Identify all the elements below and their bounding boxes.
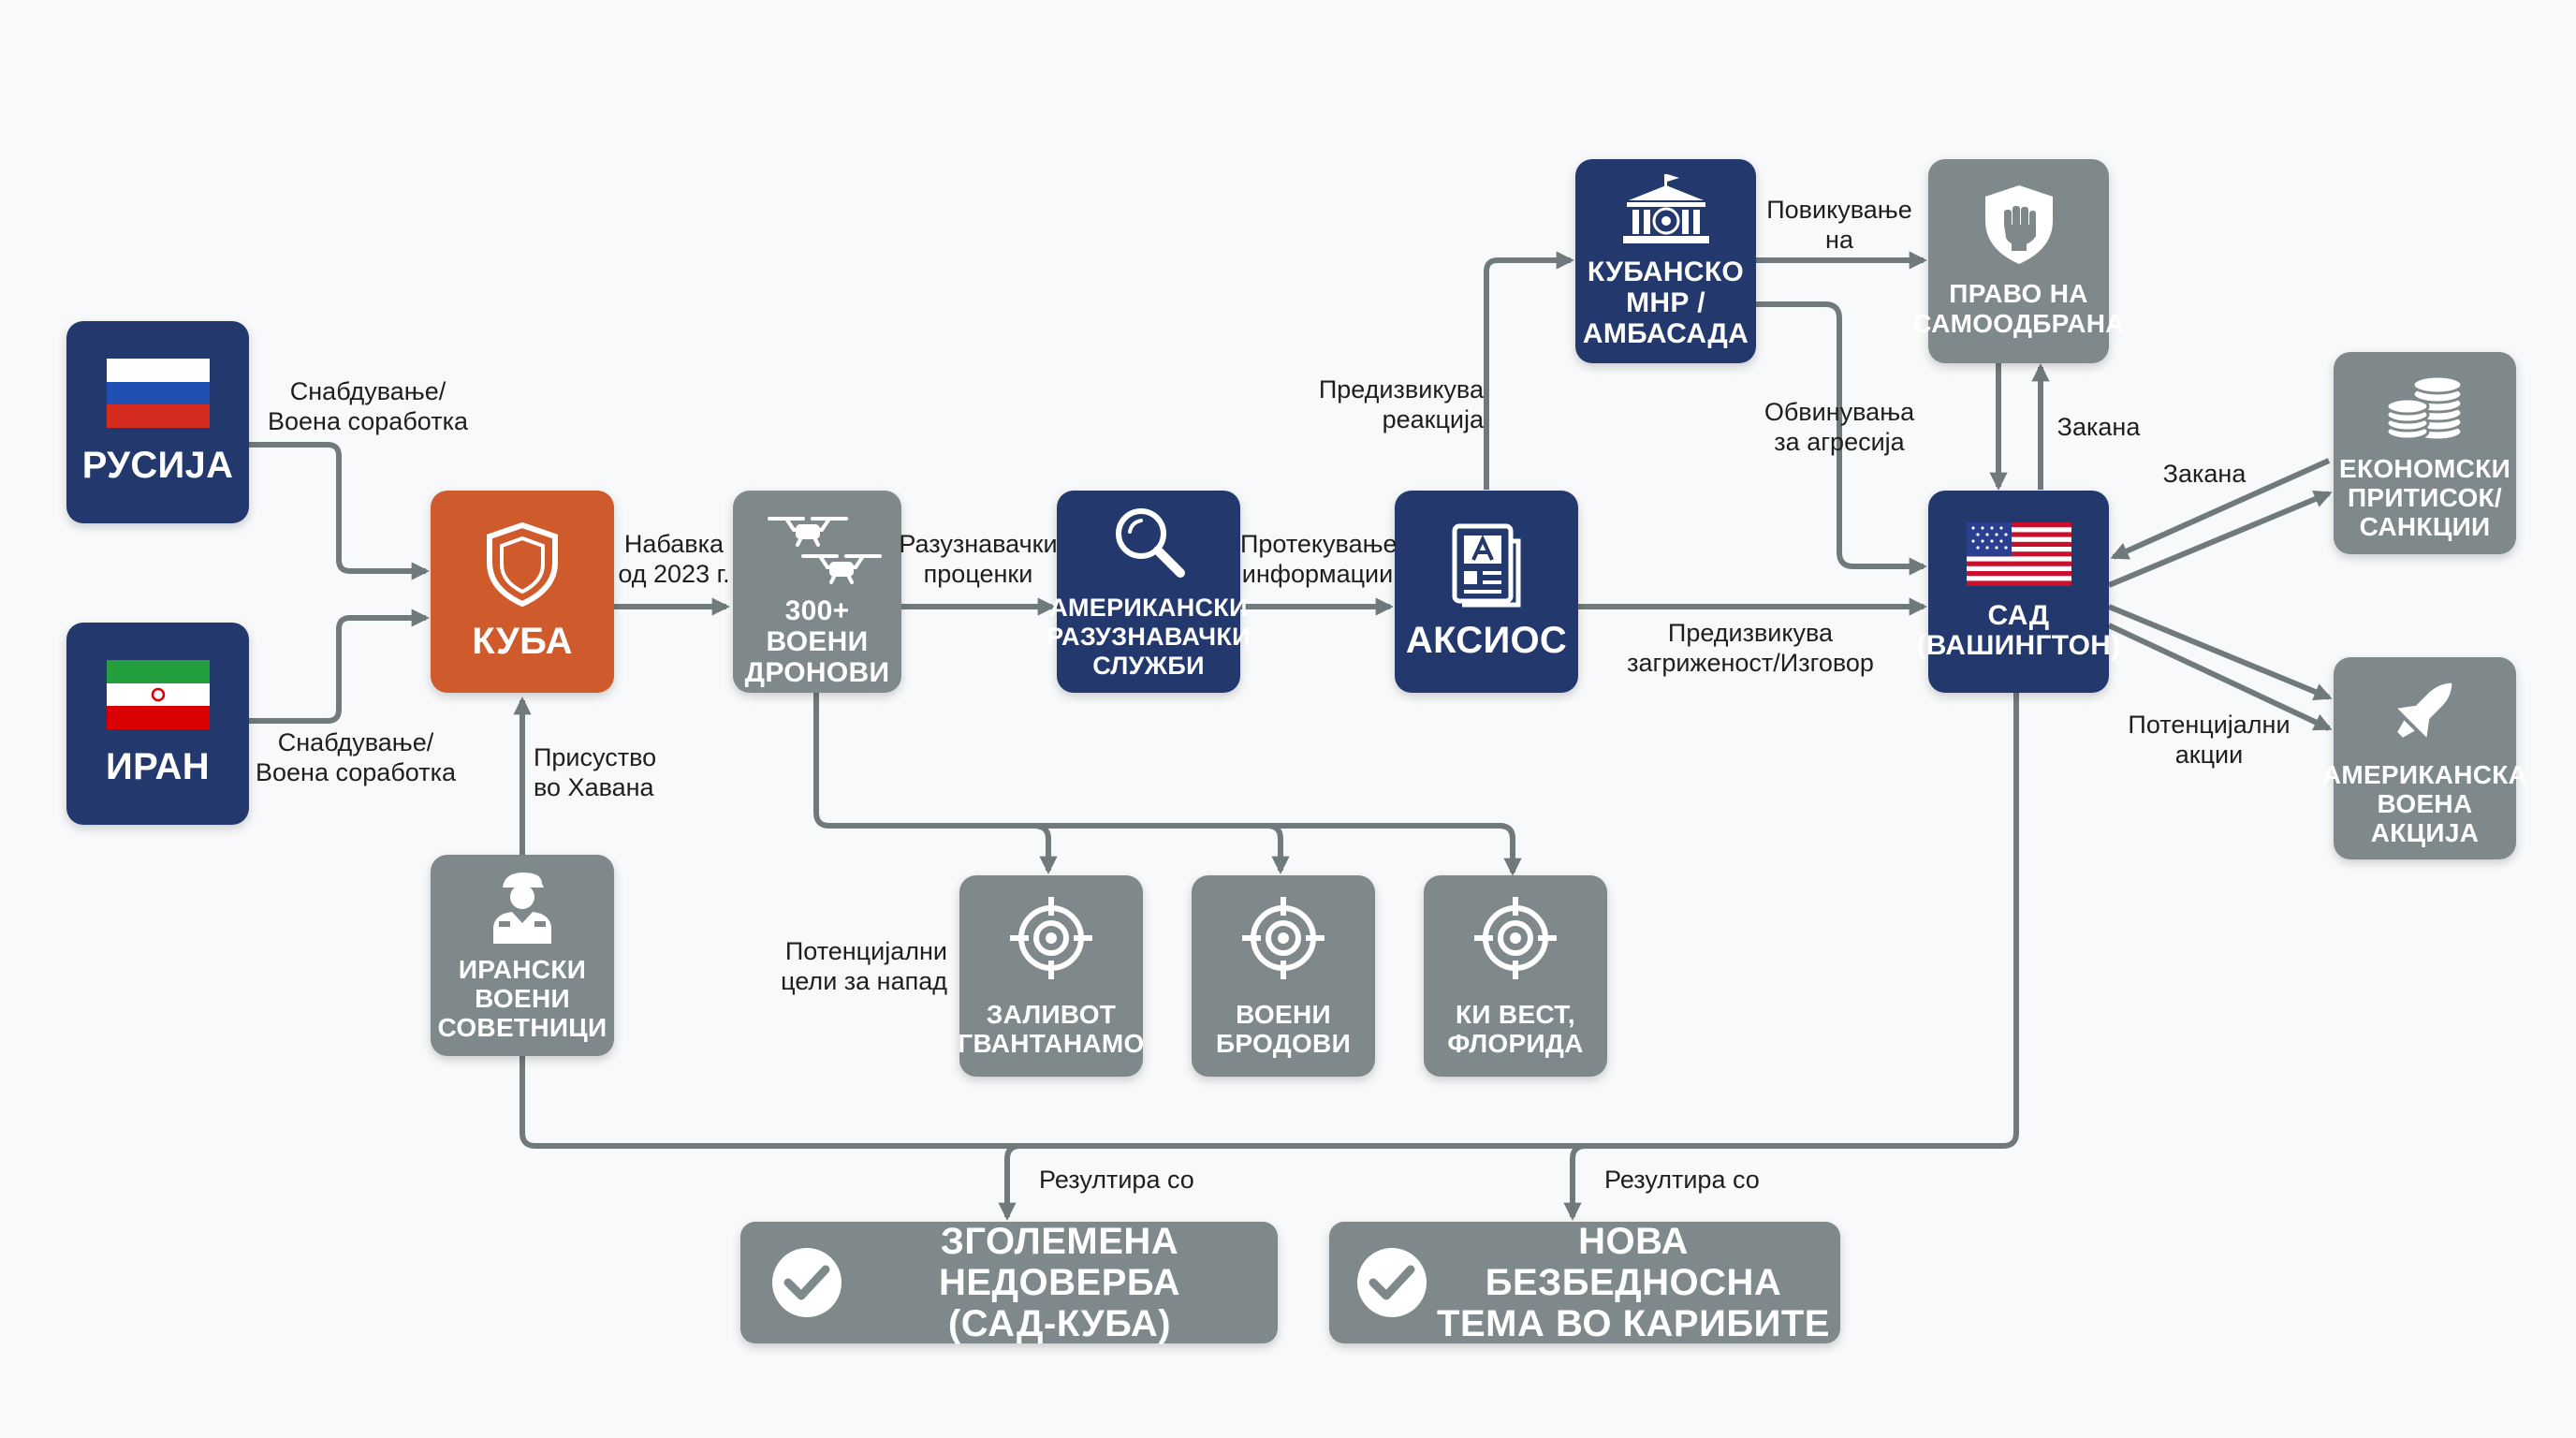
arrow-economic-usa: [2110, 458, 2331, 560]
outcome-increased-distrust[interactable]: ЗГОЛЕМЕНА НЕДОВЕРБА (САД-КУБА): [740, 1221, 1278, 1344]
arrow-usa-economic: [2107, 491, 2333, 588]
node-self-defense[interactable]: ПРАВО НА САМООДБРАНА: [1912, 159, 2124, 363]
outcome-new-security-topic[interactable]: НОВА БЕЗБЕДНОСНА ТЕМА ВО КАРИБИТЕ: [1329, 1221, 1840, 1344]
node-military-action-label: АМЕРИКАНСКА ВОЕНА АКЦИЈА: [2321, 759, 2528, 847]
node-cuban-ministry-label: КУБАНСКО МНР / АМБАСАДА: [1582, 256, 1749, 349]
edge-label-usa-military: Потенцијални акции: [2128, 711, 2291, 769]
edge-label-result-1: Резултира со: [1039, 1166, 1194, 1194]
drone-icon: [747, 509, 887, 586]
check-icon: [772, 1248, 842, 1317]
node-target-ships[interactable]: ВОЕНИ БРОДОВИ: [1192, 875, 1375, 1077]
arrow-drones-targets: [813, 693, 1515, 871]
node-target-guantanamo-label: ЗАЛИВОТ ГВАНТАНАМО: [958, 999, 1145, 1058]
arrow-result-1: [998, 1143, 1021, 1221]
check-icon: [1357, 1248, 1427, 1317]
shield-icon: [484, 521, 561, 608]
node-cuba-label: КУБА: [472, 621, 573, 662]
arrow-iran-cuba: [249, 609, 430, 724]
arrow-to-ships: [1266, 823, 1290, 874]
edge-label-russia-cuba: Снабдување/ Воена соработка: [268, 377, 468, 435]
fist-shield-icon: [1982, 183, 2056, 266]
node-usa-label: САД (ВАШИНГТОН): [1916, 600, 2121, 661]
edge-label-advisors-cuba: Присуство во Хавана: [534, 743, 657, 801]
node-self-defense-label: ПРАВО НА САМООДБРАНА: [1912, 279, 2125, 338]
node-cuba[interactable]: КУБА: [431, 491, 614, 693]
coins-icon: [2383, 366, 2467, 445]
node-target-keywest[interactable]: КИ ВЕСТ, ФЛОРИДА: [1424, 875, 1607, 1077]
soldier-icon: [486, 869, 559, 944]
node-iranian-advisors-label: ИРАНСКИ ВОЕНИ СОВЕТНИЦИ: [437, 955, 607, 1042]
arrow-to-keywest: [1499, 823, 1522, 876]
russia-flag-icon: [106, 359, 210, 428]
edge-label-iran-cuba: Снабдување/ Воена соработка: [256, 728, 456, 786]
missile-icon: [2386, 670, 2465, 749]
node-cuban-ministry[interactable]: КУБАНСКО МНР / АМБАСАДА: [1575, 159, 1756, 363]
edge-label-axios-ministry: Предизвикува реакција: [1318, 375, 1484, 433]
node-iran[interactable]: ИРАН: [66, 623, 249, 825]
edge-label-drones-intel: Разузнавачки проценки: [899, 530, 1058, 588]
usa-flag-icon: [1966, 522, 2071, 586]
edge-label-result-2: Резултира со: [1604, 1166, 1760, 1194]
node-economic-pressure[interactable]: ЕКОНОМСКИ ПРИТИСОК/ САНКЦИИ: [2334, 352, 2516, 554]
edge-label-selfdef-usa: Закана: [2056, 413, 2141, 441]
embassy-icon: [1621, 173, 1711, 245]
arrow-axios-ministry: [1484, 251, 1574, 490]
arrow-bottom-bus: [520, 693, 2019, 1149]
edge-label-intel-axios: Протекување информации: [1240, 530, 1398, 588]
node-axios-label: АКСИОС: [1405, 620, 1568, 661]
target-icon: [1008, 895, 1094, 981]
edge-label-cuba-drones: Набавка од 2023 г.: [618, 530, 730, 588]
arrow-usa-military: [2107, 604, 2333, 701]
node-military-action[interactable]: АМЕРИКАНСКА ВОЕНА АКЦИЈА: [2322, 657, 2527, 859]
arrow-ministry-usa: [1756, 301, 1927, 576]
node-usa[interactable]: САД (ВАШИНГТОН): [1916, 491, 2120, 693]
node-drones[interactable]: 300+ ВОЕНИ ДРОНОВИ: [733, 491, 901, 693]
edge-label-ministry-selfdef: Повикување на: [1766, 196, 1912, 254]
news-icon: [1449, 522, 1524, 609]
node-us-intel-label: АМЕРИКАНСКИ РАЗУЗНАВАЧКИ СЛУЖБИ: [1046, 593, 1251, 680]
edge-label-ministry-usa: Обвинувања за агресија: [1764, 398, 1915, 456]
edge-label-axios-usa: Предизвикува загриженост/Изговор: [1627, 619, 1874, 677]
node-axios[interactable]: АКСИОС: [1395, 491, 1578, 693]
outcome-increased-distrust-label: ЗГОЛЕМЕНА НЕДОВЕРБА (САД-КУБА): [938, 1221, 1181, 1344]
node-russia[interactable]: РУСИЈА: [66, 321, 249, 523]
edge-label-usa-economic: Закана: [2162, 460, 2247, 488]
target-icon: [1472, 895, 1559, 981]
node-russia-label: РУСИЈА: [81, 445, 234, 486]
edge-label-targets: Потенцијални цели за напад: [781, 937, 947, 995]
iran-flag-icon: [106, 660, 210, 729]
node-iranian-advisors[interactable]: ИРАНСКИ ВОЕНИ СОВЕТНИЦИ: [431, 855, 614, 1056]
arrow-result-2: [1563, 1143, 1587, 1221]
arrow-russia-cuba: [249, 442, 430, 580]
node-target-ships-label: ВОЕНИ БРОДОВИ: [1215, 999, 1351, 1058]
arrow-to-guantanamo: [1032, 823, 1058, 874]
target-icon: [1240, 895, 1326, 981]
arrow-usa-military-2: [2107, 623, 2333, 731]
outcome-new-security-topic-label: НОВА БЕЗБЕДНОСНА ТЕМА ВО КАРИБИТЕ: [1437, 1221, 1830, 1344]
node-target-guantanamo[interactable]: ЗАЛИВОТ ГВАНТАНАМО: [958, 875, 1145, 1077]
node-us-intel[interactable]: АМЕРИКАНСКИ РАЗУЗНАВАЧКИ СЛУЖБИ: [1046, 491, 1251, 693]
node-target-keywest-label: КИ ВЕСТ, ФЛОРИДА: [1447, 999, 1584, 1058]
node-economic-pressure-label: ЕКОНОМСКИ ПРИТИСОК/ САНКЦИИ: [2338, 453, 2510, 541]
magnifier-icon: [1111, 504, 1186, 580]
node-iran-label: ИРАН: [106, 746, 210, 787]
node-drones-label: 300+ ВОЕНИ ДРОНОВИ: [744, 595, 890, 688]
